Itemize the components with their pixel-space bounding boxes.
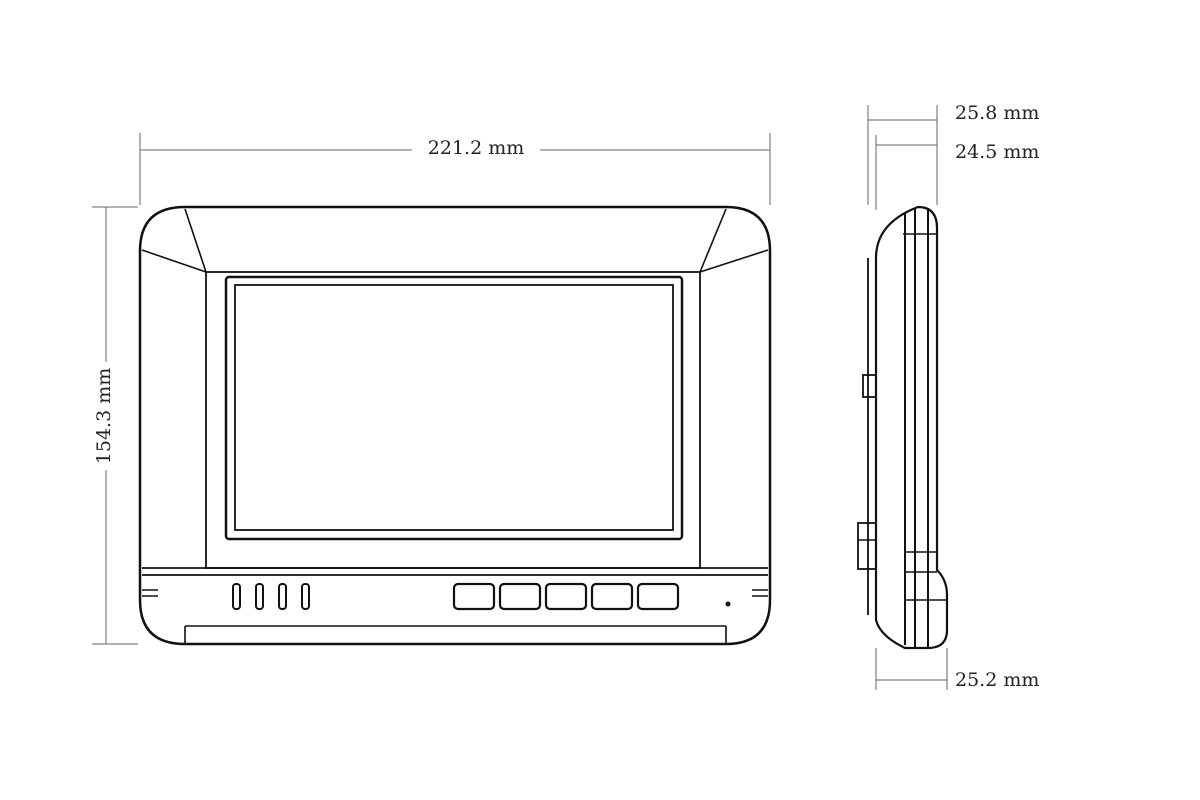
vent-slot	[301, 583, 310, 610]
bevel-corner-lines	[141, 208, 769, 273]
front-button-1	[452, 582, 496, 611]
depth-bottom-label: 25.2 mm	[955, 669, 1039, 691]
screen-bezel	[224, 275, 684, 541]
side-view	[857, 205, 949, 650]
vent-slot	[255, 583, 264, 610]
bottom-base-line	[142, 589, 768, 644]
front-bevel-frame	[205, 271, 701, 569]
side-port	[857, 522, 877, 570]
depth-top-inner-label: 24.5 mm	[955, 141, 1039, 163]
height-dimension-label: 154.3 mm	[93, 368, 115, 464]
depth-top-outer-label: 25.8 mm	[955, 102, 1039, 124]
indicator-led	[725, 601, 731, 607]
front-dimension-lines	[92, 133, 771, 645]
front-button-4	[590, 582, 634, 611]
vent-slot	[278, 583, 287, 610]
front-view	[138, 205, 772, 646]
front-button-5	[636, 582, 680, 611]
side-dimension-lines	[867, 105, 948, 690]
width-dimension-label: 221.2 mm	[428, 137, 524, 159]
front-button-2	[498, 582, 542, 611]
vent-slot	[232, 583, 241, 610]
side-body-outline	[874, 205, 949, 650]
front-button-3	[544, 582, 588, 611]
screen-display-area	[234, 284, 674, 531]
side-port	[862, 374, 877, 398]
